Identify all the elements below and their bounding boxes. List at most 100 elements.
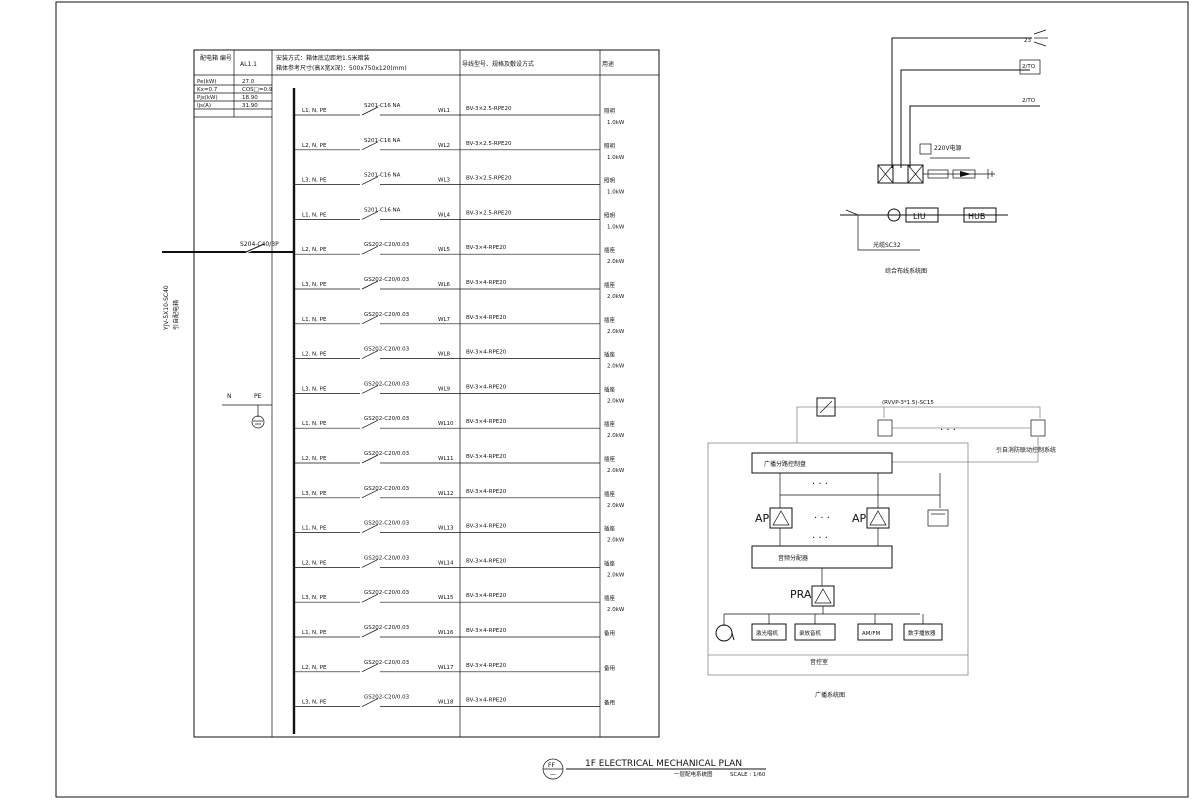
fire-module-1 (877, 419, 893, 437)
circuit-breaker: S201-C16 NA (364, 103, 401, 109)
circuit-breaker: GS202-C20/0.03 (364, 486, 410, 492)
circuit-breaker: GS202-C20/0.03 (364, 555, 410, 561)
outlet-top-label: 23 (1024, 38, 1031, 44)
circuit-id: WL5 (438, 247, 451, 253)
circuit-usage: 照明 (604, 143, 616, 150)
broadcast-cable-label: (RVVP-3*1.5)-SC15 (882, 400, 934, 406)
circuit-usage: 插座 (604, 351, 616, 359)
outlet-mid-label: 2/TO (1022, 64, 1036, 70)
circuit-usage: 照明 (604, 108, 616, 115)
drawing-subtitle: 一层配电系统图 (674, 770, 713, 778)
circuit-id: WL6 (438, 282, 451, 288)
main-breaker-symbol (245, 243, 265, 253)
circuit-usage: 插座 (604, 559, 616, 567)
circuit-power: 1.0kW (607, 155, 625, 161)
circuit-phase: L1, N, PE (302, 526, 327, 532)
neutral-label: N (227, 393, 232, 400)
circuit-breaker: GS202-C20/0.03 (364, 521, 410, 527)
breaker-symbol (361, 385, 379, 394)
circuit-phase: L2, N, PE (302, 560, 327, 566)
circuit-phase: L3, N, PE (302, 282, 327, 288)
circuit-breaker: GS202-C20/0.03 (364, 347, 410, 353)
ellipsis-top: · · · (940, 425, 956, 436)
fiber-label: 光缆SC32 (873, 241, 901, 249)
circuit-cable: BV-3×4-RPE20 (466, 489, 507, 495)
circuit-usage: 备用 (604, 629, 615, 637)
circuit-breaker: GS202-C20/0.03 (364, 416, 410, 422)
circuit-id: WL8 (438, 352, 451, 358)
control-room-box (707, 442, 969, 676)
box-size: 箱体参考尺寸(高X宽X深)：500x750x120(mm) (276, 64, 407, 72)
circuit-breaker: GS202-C20/0.03 (364, 277, 410, 283)
distributor-label: 音频分配器 (778, 554, 808, 562)
circuit-id: WL12 (438, 491, 454, 497)
circuit-id: WL11 (438, 456, 454, 462)
device-box (857, 623, 893, 641)
circuit-usage: 插座 (604, 385, 616, 393)
circuit-id: WL18 (438, 700, 454, 706)
circuit-breaker: S201-C16 NA (364, 138, 401, 144)
circuit-phase: L3, N, PE (302, 595, 327, 601)
circuit-cable: BV-3×2.5-RPE20 (466, 141, 512, 147)
circuit-power: 2.0kW (607, 259, 625, 265)
ellipsis-amps: · · · (814, 513, 830, 524)
circuit-id: WL4 (438, 212, 451, 218)
circuit-usage: 照明 (604, 212, 616, 219)
circuit-cable: BV-3×4-RPE20 (466, 419, 507, 425)
breaker-symbol (361, 663, 379, 673)
param-value: 31.90 (242, 103, 258, 109)
circuit-breaker: GS202-C20/0.03 (364, 381, 410, 387)
param-value: 27.0 (242, 79, 255, 85)
circuit-usage: 插座 (604, 281, 616, 289)
circuit-id: WL14 (438, 560, 454, 566)
title-block: FF — 1F ELECTRICAL MECHANICAL PLAN 一层配电系… (542, 758, 766, 780)
pe-label: PE (254, 393, 262, 400)
circuit-usage: 插座 (604, 594, 616, 602)
circuit-cable: BV-3×2.5-RPE20 (466, 106, 512, 112)
circuit-id: WL13 (438, 526, 454, 532)
liu-box (905, 207, 939, 223)
install-mode: 安装方式：箱体底边距地1.5米暗装 (276, 54, 370, 62)
circuit-usage: 照明 (604, 178, 616, 185)
circuit-phase: L3, N, PE (302, 700, 327, 706)
breaker-symbol (361, 593, 379, 603)
title-marker-bottom: — (550, 771, 556, 778)
circuit-power: 1.0kW (607, 190, 625, 196)
circuit-breaker: GS202-C20/0.03 (364, 242, 410, 248)
param-label: Pe(kW) (197, 79, 216, 85)
circuit-phase: L1, N, PE (302, 421, 327, 427)
breaker-symbol (361, 106, 379, 116)
fiber-terminal (887, 208, 901, 222)
circuit-power: 2.0kW (607, 364, 625, 370)
circuit-phase: L3, N, PE (302, 491, 327, 497)
circuit-phase: L1, N, PE (302, 317, 327, 323)
circuit-cable: BV-3×4-RPE20 (466, 315, 507, 321)
circuit-cable: BV-3×2.5-RPE20 (466, 210, 512, 216)
device-box (794, 623, 836, 641)
circuit-usage: 插座 (604, 316, 616, 324)
param-label: Ijs(A) (197, 103, 211, 109)
ellipsis-dist: · · · (812, 533, 828, 544)
breaker-symbol (361, 559, 379, 568)
device-label: 数字播放器 (908, 629, 936, 637)
circuit-id: WL7 (438, 317, 451, 323)
breaker-symbol (361, 524, 379, 533)
outlet-lower-label: 2/TO (1022, 98, 1036, 104)
circuit-id: WL10 (438, 421, 454, 427)
device-label: AM/FM (862, 631, 881, 637)
breaker-symbol (361, 280, 379, 290)
circuit-breaker: S201-C16 NA (364, 207, 401, 213)
breaker-symbol (361, 176, 379, 185)
device-label: 激光唱机 (756, 629, 779, 637)
